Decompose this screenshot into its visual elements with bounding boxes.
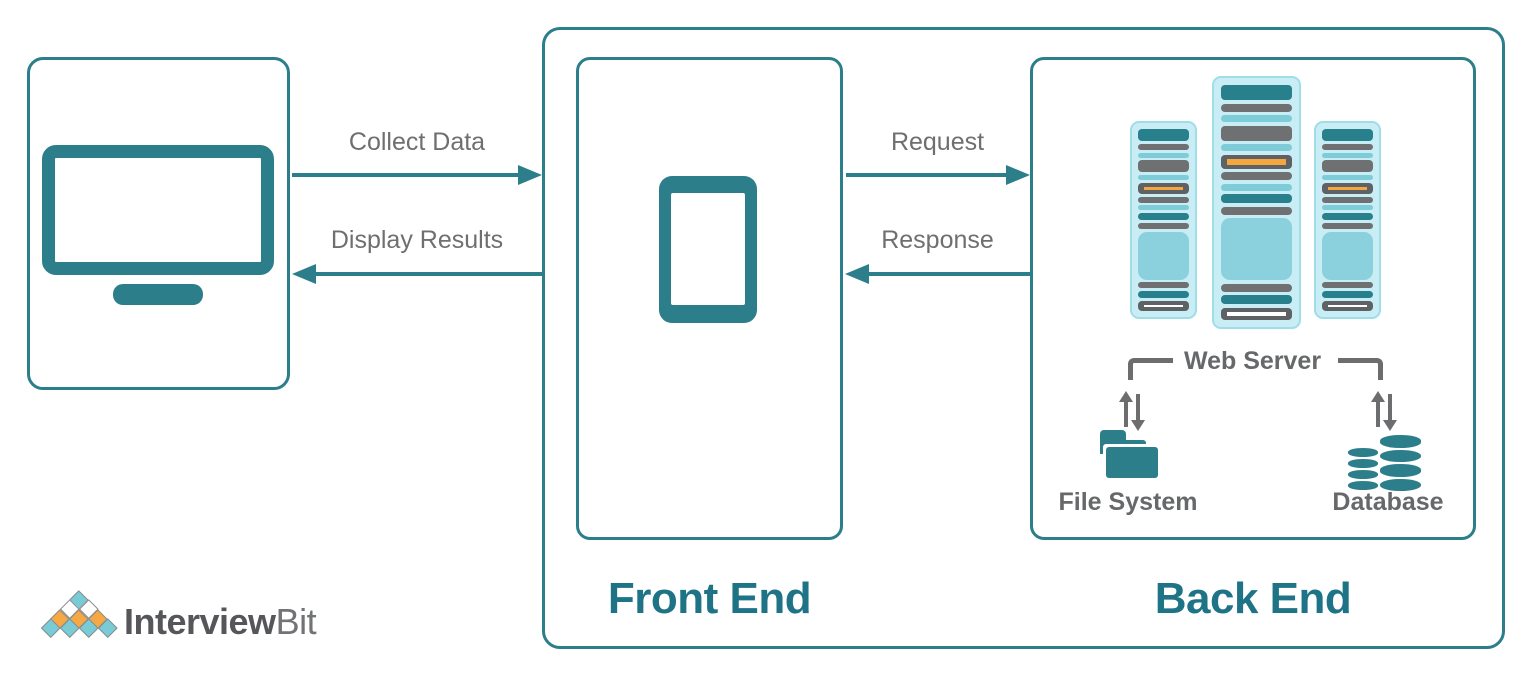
rack-bar-gray <box>1322 143 1373 150</box>
front-end-box <box>576 57 843 540</box>
rack-bar-gray <box>1322 282 1373 289</box>
monitor-icon <box>42 145 274 275</box>
arrow-left-icon <box>292 264 316 284</box>
file-system-label: File System <box>1058 488 1198 516</box>
rack-bar-gray-lg <box>1322 160 1373 173</box>
phone-screen <box>671 193 745 305</box>
request-label: Request <box>890 128 985 156</box>
client-box <box>27 57 290 390</box>
display-results-label: Display Results <box>330 226 504 254</box>
arrow-right-icon <box>1006 165 1030 185</box>
rack-bar-cyan <box>1138 175 1189 181</box>
rack-bar-gray <box>1322 196 1373 203</box>
rack-bar-white-inset <box>1221 307 1292 320</box>
rack-bar-gray <box>1138 143 1189 150</box>
response-arrow <box>869 272 1030 276</box>
rack-bar-cyan <box>1322 152 1373 158</box>
down-arrow-icon <box>1131 420 1145 431</box>
server-rack-icon <box>1314 121 1381 319</box>
rack-bar-panel <box>1221 218 1292 281</box>
rack-bar-cyan <box>1221 115 1292 123</box>
rack-bar-teal <box>1138 213 1189 221</box>
rack-bar-cyan <box>1322 205 1373 211</box>
folder-icon <box>1100 430 1158 478</box>
rack-bar-orange <box>1322 182 1373 194</box>
rack-bar-teal-lg <box>1138 129 1189 141</box>
rack-bar-white-inset <box>1322 300 1373 311</box>
updown-arrows-icon <box>1119 391 1145 431</box>
rack-bar-gray <box>1221 172 1292 181</box>
collect-data-arrow <box>292 173 518 177</box>
rack-bar-teal <box>1322 213 1373 221</box>
rack-bar-cyan <box>1138 205 1189 211</box>
brand-name-bold: Interview <box>124 601 276 642</box>
rack-bar-gray <box>1221 206 1292 215</box>
updown-arrows-icon <box>1371 391 1397 431</box>
brand-name-light: Bit <box>275 601 317 642</box>
web-server-bracket-left <box>1128 358 1173 380</box>
front-end-title: Front End <box>607 574 812 623</box>
down-arrow-icon <box>1383 420 1397 431</box>
rack-bar-orange <box>1221 154 1292 169</box>
rack-bar-teal <box>1221 295 1292 305</box>
web-server-label: Web Server <box>1183 347 1322 375</box>
rack-bar-gray <box>1138 282 1189 289</box>
rack-bar-cyan <box>1221 144 1292 152</box>
database-label: Database <box>1332 488 1444 516</box>
request-arrow <box>846 173 1006 177</box>
server-rack-icon <box>1130 121 1197 319</box>
database-icon <box>1380 435 1421 491</box>
up-arrow-icon <box>1119 391 1133 402</box>
rack-bar-orange <box>1138 182 1189 194</box>
web-server-bracket-right <box>1338 358 1383 380</box>
up-arrow-icon <box>1371 391 1385 402</box>
rack-bar-gray-lg <box>1138 160 1189 173</box>
server-rack-icon <box>1212 76 1301 329</box>
rack-bar-teal <box>1221 194 1292 204</box>
database-icon <box>1348 448 1378 490</box>
rack-bar-gray <box>1322 222 1373 229</box>
monitor-stand <box>113 284 203 305</box>
logo-mark <box>40 589 118 640</box>
brand-name: InterviewBit <box>124 601 317 643</box>
rack-bar-gray <box>1138 196 1189 203</box>
rack-bar-gray <box>1138 222 1189 229</box>
rack-bar-panel <box>1322 231 1373 280</box>
rack-bar-cyan <box>1221 183 1292 191</box>
rack-bar-panel <box>1138 231 1189 280</box>
rack-bar-gray-lg <box>1221 125 1292 141</box>
collect-data-label: Collect Data <box>348 128 486 156</box>
rack-bar-cyan <box>1138 152 1189 158</box>
arrow-left-icon <box>845 264 869 284</box>
back-end-box: Web Server File System Databa <box>1030 57 1476 540</box>
rack-bar-gray <box>1221 103 1292 112</box>
response-label: Response <box>881 226 994 254</box>
arrow-right-icon <box>518 165 542 185</box>
rack-bar-teal <box>1322 291 1373 299</box>
rack-bar-teal-lg <box>1322 129 1373 141</box>
rack-bar-white-inset <box>1138 300 1189 311</box>
phone-icon <box>659 176 757 323</box>
back-end-title: Back End <box>1154 574 1352 623</box>
rack-bar-gray <box>1221 283 1292 292</box>
rack-bar-teal <box>1138 291 1189 299</box>
display-results-arrow <box>316 272 543 276</box>
rack-bar-cyan <box>1322 175 1373 181</box>
rack-bar-teal-lg <box>1221 85 1292 100</box>
